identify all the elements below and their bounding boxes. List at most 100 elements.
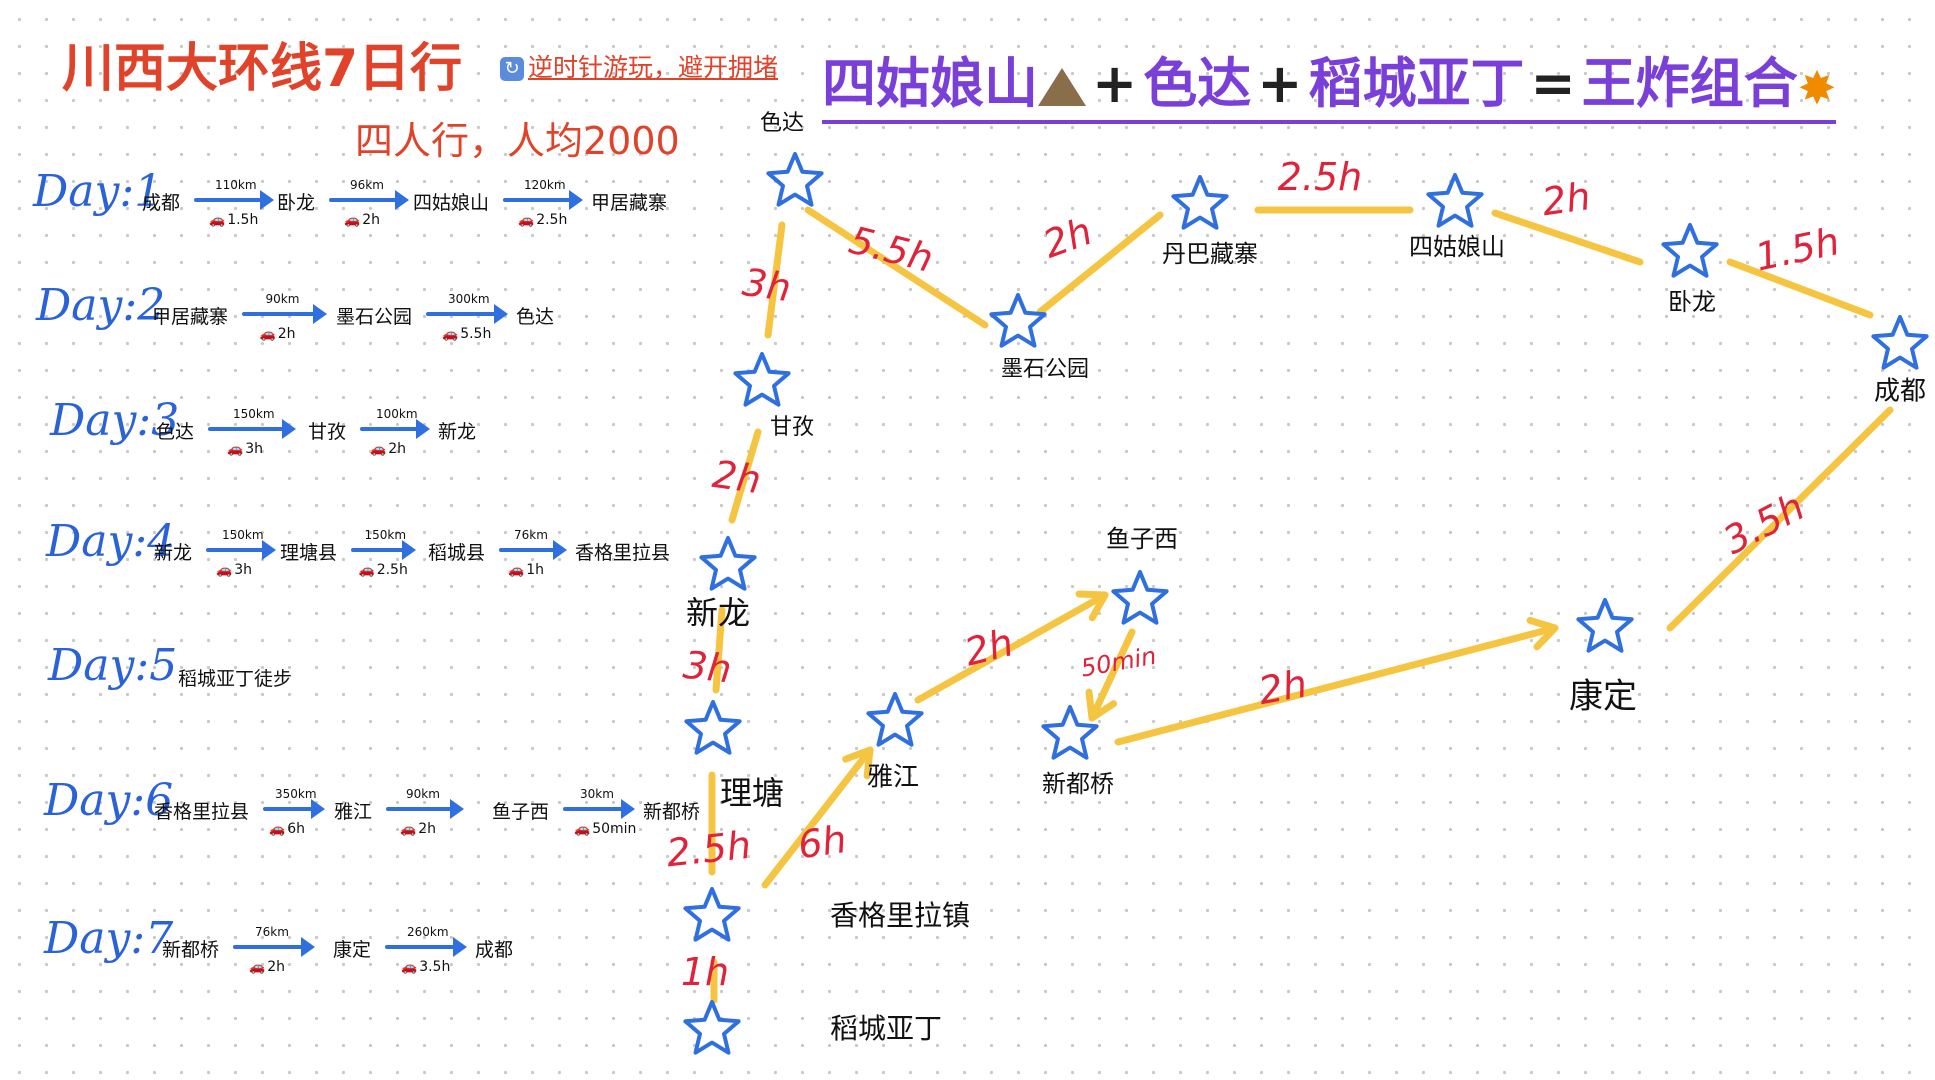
distance-label: 150km — [222, 528, 264, 542]
stop-label: 新都桥 — [1042, 770, 1114, 798]
distance-label: 300km — [448, 292, 490, 306]
duration-label: 🚗3h — [227, 441, 263, 457]
stop-label: 墨石公园 — [1001, 357, 1089, 382]
distance-label: 350km — [275, 787, 317, 801]
duration-label: 5.5h — [845, 218, 938, 281]
arrow-icon — [386, 799, 464, 819]
city-label: 新都桥 — [162, 939, 220, 961]
distance-label: 90km — [406, 787, 440, 801]
route-segment — [1088, 628, 1136, 722]
route-segment — [764, 221, 786, 339]
city-label: 新龙 — [438, 421, 477, 443]
arrow-icon — [263, 799, 325, 819]
mountain-icon — [1038, 68, 1086, 106]
equals-icon: = — [1530, 52, 1576, 115]
day-note: 稻城亚丁徒步 — [178, 668, 293, 690]
arrow-icon — [194, 190, 274, 210]
day-label: Day:6 — [44, 775, 174, 826]
stop-label: 四姑娘山 — [1409, 233, 1505, 261]
car-icon: 🚗 — [358, 563, 375, 578]
city-label: 雅江 — [334, 801, 373, 823]
duration-text: 6h — [287, 821, 305, 837]
duration-text: 3h — [245, 441, 263, 457]
star-icon — [733, 352, 791, 407]
city-label: 卧龙 — [277, 192, 316, 214]
city-label: 成都 — [475, 939, 514, 961]
car-icon: 🚗 — [344, 213, 361, 228]
duration-label: 2h — [960, 620, 1017, 674]
route-segment — [1114, 624, 1559, 746]
subtitle-text: 逆时针游玩，避开拥堵 — [528, 53, 779, 82]
plus-icon: + — [1092, 52, 1138, 115]
arrow-icon — [208, 419, 296, 439]
city-label: 理塘县 — [280, 542, 338, 564]
duration-label: 🚗2.5h — [359, 562, 408, 578]
distance-label: 110km — [215, 178, 257, 192]
car-icon: 🚗 — [442, 327, 459, 342]
day-label: Day:7 — [44, 913, 174, 964]
city-label: 香格里拉县 — [575, 542, 671, 564]
duration-text: 2.5h — [536, 212, 568, 228]
headline-part: 王炸组合 — [1581, 52, 1798, 115]
duration-label: 🚗1h — [508, 562, 544, 578]
star-icon — [1426, 173, 1484, 228]
subtitle: ↻逆时针游玩，避开拥堵 — [500, 48, 778, 84]
headline-part: 四姑娘山 — [822, 52, 1038, 115]
duration-label: 🚗5.5h — [442, 326, 491, 342]
duration-text: 2h — [267, 959, 285, 975]
duration-label: 🚗2h — [249, 959, 285, 975]
city-label: 色达 — [516, 306, 555, 328]
arrow-icon — [842, 746, 874, 780]
car-icon: 🚗 — [249, 960, 266, 975]
duration-label: 6h — [795, 817, 849, 867]
duration-label: 🚗2h — [260, 326, 296, 342]
route-segment — [1036, 211, 1164, 316]
star-icon — [1111, 570, 1169, 625]
city-label: 稻城县 — [428, 542, 486, 564]
city-label: 色达 — [156, 421, 195, 443]
car-icon: 🚗 — [508, 563, 525, 578]
duration-label: 🚗2h — [400, 821, 436, 837]
duration-label: 🚗2h — [344, 212, 380, 228]
route-segment — [1666, 406, 1894, 632]
stop-label: 丹巴藏寨 — [1162, 240, 1258, 268]
distance-label: 76km — [255, 925, 289, 939]
car-icon: 🚗 — [370, 442, 387, 457]
stop-label: 雅江 — [867, 763, 919, 793]
stop-label: 色达 — [760, 111, 804, 136]
duration-text: 2h — [388, 441, 406, 457]
duration-label: 50min — [1079, 642, 1159, 683]
route-segment — [804, 206, 989, 329]
city-label: 墨石公园 — [336, 306, 413, 328]
arrow-icon — [503, 190, 583, 210]
day-label: Day:5 — [48, 640, 178, 691]
duration-label: 2h — [1037, 209, 1097, 267]
route-segment — [1726, 258, 1874, 319]
arrow-icon — [242, 304, 327, 324]
star-icon — [766, 152, 824, 207]
route-segment — [761, 746, 874, 889]
star-icon — [1576, 598, 1634, 653]
city-label: 成都 — [142, 192, 181, 214]
duration-label: 3h — [681, 643, 734, 692]
city-label: 甲居藏寨 — [591, 192, 668, 214]
day-label: Day:3 — [50, 395, 180, 446]
car-icon: 🚗 — [401, 960, 418, 975]
headline: 四姑娘山+色达+稻城亚丁=王炸组合✸ — [822, 52, 1837, 124]
stop-label: 稻城亚丁 — [830, 1012, 942, 1045]
duration-label: 2h — [1539, 174, 1593, 224]
stop-label: 成都 — [1874, 377, 1926, 407]
star-icon — [1871, 315, 1929, 370]
duration-label: 2h — [1255, 661, 1310, 713]
duration-text: 2h — [418, 821, 436, 837]
arrow-icon — [351, 540, 416, 560]
route-segment — [712, 606, 726, 694]
car-icon: 🚗 — [269, 822, 286, 837]
star-icon — [1171, 175, 1229, 230]
duration-label: 2.5h — [1278, 155, 1363, 199]
distance-label: 150km — [364, 528, 407, 542]
duration-label: 3.5h — [1716, 484, 1811, 563]
car-icon: 🚗 — [227, 442, 244, 457]
star-icon — [684, 700, 742, 755]
star-icon — [699, 536, 757, 591]
